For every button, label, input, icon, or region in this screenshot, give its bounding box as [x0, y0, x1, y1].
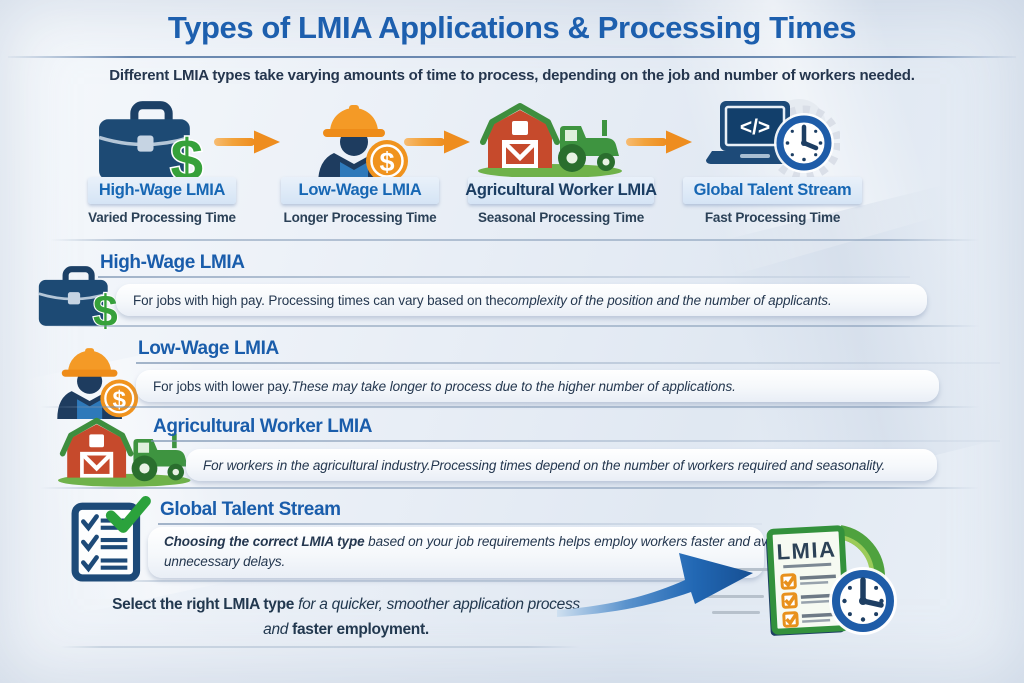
desc-text-em: For workers in the agricultural industry… [203, 457, 431, 473]
worker-dollar-icon [310, 96, 410, 184]
cta-text: Select the right LMIA type for a quicker… [66, 592, 626, 642]
cta-em: for a quicker, smoother application proc… [294, 596, 580, 613]
flow-label-agricultural: Agricultural Worker LMIA [465, 177, 657, 204]
right-arrow-icon [212, 129, 282, 155]
curved-arrow-icon [557, 553, 753, 617]
section-divider [40, 406, 980, 408]
right-arrow-icon [402, 129, 472, 155]
footer-divider [60, 646, 580, 648]
desc-text-em: Processing times depend on the number of… [430, 457, 886, 473]
heading-rule [98, 276, 910, 278]
briefcase-dollar-icon [94, 101, 210, 184]
section-title-agricultural: Agricultural Worker LMIA [153, 416, 373, 437]
desc-text-em: based on your job requirements helps emp… [368, 534, 793, 549]
heading-rule [151, 440, 1000, 442]
cta-bold: Select the right LMIA type [112, 596, 295, 613]
section-desc-agricultural: For workers in the agricultural industry… [186, 449, 937, 481]
speed-line [706, 595, 764, 598]
desc-text-em: complexity of the position and the numbe… [504, 292, 832, 308]
flow-label-high-wage: High-Wage LMIA [88, 177, 236, 204]
title-divider [8, 56, 1016, 58]
section-title-global-talent: Global Talent Stream [160, 499, 341, 520]
section-desc-high-wage: For jobs with high pay. Processing times… [116, 284, 927, 316]
page-subtitle: Different LMIA types take varying amount… [109, 67, 915, 84]
desc-text-strong: Choosing the correct LMIA type [164, 534, 369, 549]
flow-time-low-wage: Longer Processing Time [283, 210, 437, 225]
section-divider [50, 239, 980, 241]
desc-text: For jobs with high pay. Processing times… [133, 292, 504, 308]
desc-text: For jobs with lower pay. [153, 378, 292, 394]
flow-label-low-wage: Low-Wage LMIA [281, 177, 439, 204]
section-divider [40, 325, 980, 327]
barn-tractor-icon [478, 98, 628, 178]
lmia-document-icon [760, 518, 910, 668]
checklist-check-icon [70, 496, 156, 582]
flow-time-high-wage: Varied Processing Time [88, 210, 236, 225]
laptop-code-clock-icon [704, 96, 840, 184]
flow-time-agricultural: Seasonal Processing Time [477, 210, 645, 225]
right-arrow-icon [624, 129, 694, 155]
flow-time-global-talent: Fast Processing Time [704, 210, 841, 225]
desc-text-em: These may take longer to process due to … [291, 378, 736, 394]
heading-rule [158, 523, 762, 525]
heading-rule [136, 362, 1000, 364]
desc-text-em: unnecessary delays. [164, 554, 286, 569]
section-divider [100, 580, 740, 582]
flow-label-global-talent: Global Talent Stream [683, 177, 862, 204]
section-title-low-wage: Low-Wage LMIA [138, 338, 279, 359]
page-title: Types of LMIA Applications & Processing … [167, 10, 857, 45]
speed-line [712, 611, 760, 614]
section-title-high-wage: High-Wage LMIA [100, 252, 245, 273]
section-desc-global-talent: Choosing the correct LMIA type based on … [148, 527, 792, 578]
section-desc-low-wage: For jobs with lower pay. These may take … [136, 370, 939, 402]
section-divider [40, 487, 980, 489]
cta-bold: faster employment. [292, 621, 429, 638]
cta-em: and [263, 621, 293, 638]
